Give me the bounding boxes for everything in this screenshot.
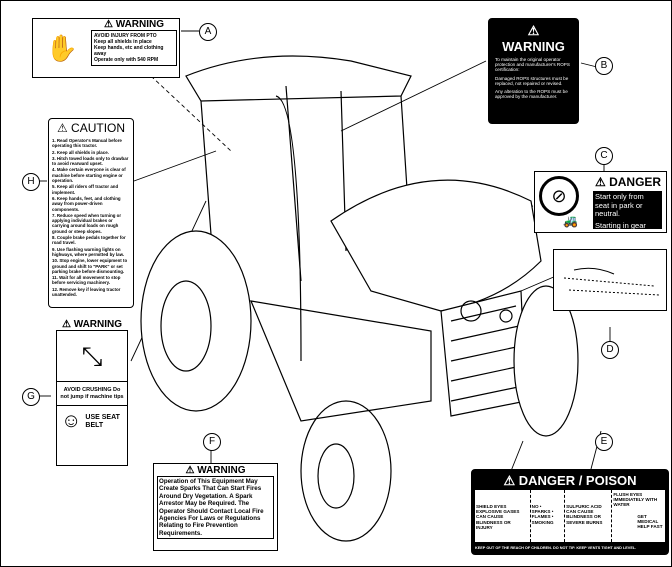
caution-item: 2. Keep all shields in place. [52, 149, 109, 155]
callout-f: F [203, 433, 221, 451]
decal-a-item: Keep all shields in place [94, 39, 152, 45]
decal-e-col2: NO • SPARKS • FLAMES • SMOKING [529, 490, 563, 542]
decal-g-text2: USE SEAT BELT [85, 413, 120, 429]
caution-item: 10. Stop engine, lower equipment to grou… [52, 258, 128, 274]
decal-e-col4b: GET MEDICAL HELP FAST [637, 513, 663, 530]
decal-b-rops-warning: ⚠ WARNING To maintain the original opera… [488, 18, 579, 124]
decal-h-caution: ⚠ CAUTION 1. Read Operator's Manual befo… [48, 118, 134, 308]
caution-item: 9. Use flashing warning lights on highwa… [52, 246, 125, 257]
decal-e-title: ⚠ DANGER / POISON [503, 473, 637, 488]
callout-c: C [595, 147, 613, 165]
caution-item: 7. Reduce speed when turning or applying… [52, 212, 122, 234]
decal-f-text: Operation of This Equipment May Create S… [157, 476, 274, 540]
decal-b-text: To maintain the original operator protec… [495, 57, 570, 73]
callout-b: B [595, 57, 613, 75]
caution-item: 3. Hitch towed loads only to drawbar to … [52, 155, 129, 167]
decal-g-text1: AVOID CRUSHING Do not jump if machine ti… [60, 387, 124, 400]
no-start-pictogram-icon: ⊘ [539, 176, 579, 216]
decal-a-subtitle: AVOID INJURY FROM PTO [94, 33, 157, 39]
callout-e: E [595, 433, 613, 451]
decal-a-item: Keep hands, etc and clothing away [94, 45, 164, 57]
decal-g-title: ⚠ WARNING [61, 319, 123, 330]
decal-c-title: ⚠ DANGER [595, 175, 662, 189]
callout-g: G [22, 388, 40, 406]
callout-h: H [22, 173, 40, 191]
tractor-body [140, 55, 579, 542]
decal-a-pto-warning: ✋ ⚠ WARNING AVOID INJURY FROM PTO Keep a… [32, 18, 180, 78]
tractor-pictogram-icon: 🚜 [563, 214, 578, 228]
decal-b-title: ⚠ WARNING [502, 23, 565, 54]
decal-c-start-danger: ⊘ 🚜 ⚠ DANGER Start only from seat in par… [534, 171, 667, 233]
rollover-pictogram-icon: ⤡ [57, 331, 127, 382]
decal-c-line: Start only from seat in park or neutral. [595, 192, 644, 218]
decal-e-col4a: FLUSH EYES IMMEDIATELY WITH WATER [613, 492, 658, 508]
caution-item: 8. Couple brake pedals together for road… [52, 235, 126, 246]
caution-item: 5. Keep all riders off tractor and imple… [52, 184, 119, 195]
caution-item: 12. Remove key if leaving tractor unatte… [52, 286, 121, 298]
caution-item: 1. Read Operator's Manual before operati… [52, 138, 122, 149]
caution-item: 4. Make certain everyone is clear of mac… [52, 167, 126, 184]
decal-b-item: Damaged ROPS structures must be replaced… [495, 75, 569, 86]
implement-pictogram-icon [563, 267, 660, 296]
decal-e-footer: KEEP OUT OF THE REACH OF CHILDREN. DO NO… [475, 546, 637, 550]
decal-a-title: ⚠ WARNING [103, 19, 165, 30]
decal-f-spark-warning: ⚠ WARNING Operation of This Equipment Ma… [153, 463, 278, 551]
caution-item: 6. Keep hands, feet, and clothing away f… [52, 195, 121, 212]
decal-a-item: Operate only with 540 RPM [94, 57, 159, 63]
decal-c-line: Starting in gear kills. [595, 220, 646, 232]
decal-b-item: Any alteration to the ROPS must be appro… [495, 89, 568, 100]
decal-h-title: ⚠ CAUTION [56, 121, 126, 135]
decal-e-battery-danger: ⚠ DANGER / POISON SHIELD EYES EXPLOSIVE … [471, 469, 669, 555]
decal-e-col3: SULFURIC ACID CAN CAUSE BLINDNESS OR SEV… [564, 490, 609, 542]
seat-belt-pictogram-icon: ☺ [61, 410, 82, 432]
decal-e-col1: SHIELD EYES EXPLOSIVE GASES CAN CAUSE BL… [476, 504, 520, 530]
caution-item: 11. Wait for all movement to stop before… [52, 275, 121, 286]
pto-pictogram-icon: ✋ [45, 33, 79, 63]
callout-a: A [199, 23, 217, 41]
callout-d: D [601, 341, 619, 359]
decal-f-title: ⚠ WARNING [185, 465, 246, 476]
decal-d-pictogram [553, 249, 667, 311]
decal-g-crush-warning: ⚠ WARNING ⤡ AVOID CRUSHING Do not jump i… [56, 319, 128, 467]
